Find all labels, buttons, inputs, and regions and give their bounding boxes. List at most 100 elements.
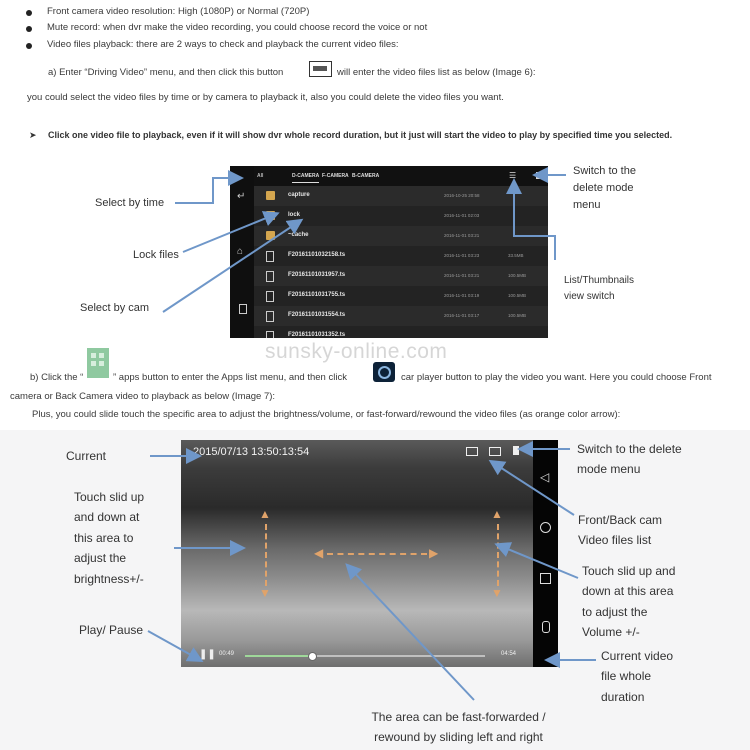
file-name: ~cache: [288, 232, 309, 238]
video-list-screenshot: ↵ ⌂ All D-CAMERA F-CAMERA B-CAMERA ☰ cap…: [230, 166, 548, 338]
list-view-icon[interactable]: ☰: [509, 171, 517, 180]
file-size: 100.5MB: [508, 313, 527, 318]
step-a-text-after: will enter the video files list as below…: [337, 67, 536, 78]
tab-b-camera[interactable]: B-CAMERA: [352, 173, 380, 179]
time-duration: 04:54: [501, 651, 517, 657]
camera-tabs-bar: All D-CAMERA F-CAMERA B-CAMERA ☰: [254, 166, 548, 187]
volume-down-arrow: ▼: [491, 586, 503, 600]
label-select-cam: Select by cam: [80, 302, 150, 314]
file-row[interactable]: F20161101031554.ts 2016-11-01 03:17 100.5M…: [254, 306, 548, 327]
label-current: Current: [66, 449, 107, 463]
car-player-icon: [373, 362, 395, 382]
folder-icon: [266, 231, 275, 240]
file-row[interactable]: lock 2016-11-01 02:03: [254, 206, 548, 227]
file-date: 2016-11-01 03:21: [444, 273, 480, 278]
file-name: capture: [288, 192, 310, 198]
step-b-part1: b) Click the “: [30, 372, 84, 383]
label-duration: Current video file whole duration: [601, 649, 674, 704]
file-row[interactable]: F20161101031352.ts: [254, 326, 548, 338]
video-player-screenshot: 2015/07/13 13:50:13:54 ▲ ▼ ▲ ▼ ◀ ▶ ❚❚ 00…: [181, 440, 533, 667]
label-touch-volume: Touch slid up and down at this area to a…: [582, 564, 676, 640]
file-name: F20161101031755.ts: [288, 292, 346, 298]
file-date: 2016-11-01 03:21: [444, 233, 480, 238]
bold-note: Click one video file to playback, even i…: [48, 130, 673, 140]
brightness-slide-line: [265, 524, 267, 586]
bullet-dot: [26, 43, 32, 49]
file-row[interactable]: ~cache 2016-11-01 03:21: [254, 226, 548, 247]
step-b-line2: camera or Back Camera video to playback …: [10, 391, 276, 402]
fast-forward-arrow: ▶: [429, 546, 439, 560]
trash-icon[interactable]: [513, 446, 519, 455]
label-switch-delete: Switch to the delete mode menu: [577, 442, 682, 477]
folder-icon: [266, 191, 275, 200]
file-date: 2016-11-01 03:17: [444, 313, 480, 318]
file-date: 2016-11-01 02:03: [444, 213, 480, 218]
video-file-icon: [266, 311, 274, 322]
file-row[interactable]: F20161101031957.ts 2016-11-01 03:21 100.5M…: [254, 266, 548, 287]
seek-slide-line: [327, 553, 427, 555]
progress-track[interactable]: [245, 652, 485, 661]
brightness-up-arrow: ▲: [259, 507, 271, 521]
file-name: F20161101032158.ts: [288, 252, 346, 258]
label-select-time: Select by time: [95, 197, 165, 209]
file-size: 100.5MB: [508, 273, 527, 278]
file-date: 2016-11-01 03:19: [444, 293, 480, 298]
label-fast-forward: The area can be fast-forwarded / rewound…: [371, 710, 546, 745]
play-pause-icon[interactable]: ❚❚: [199, 649, 216, 660]
label-touch-brightness: Touch slid up and down at this area to a…: [74, 490, 145, 586]
brightness-down-arrow: ▼: [259, 586, 271, 600]
bullet-dot: [26, 26, 32, 32]
front-back-cam-icon[interactable]: [466, 447, 478, 456]
progress-fill: [245, 655, 313, 657]
progress-knob[interactable]: [308, 652, 318, 661]
video-file-icon: [266, 331, 274, 338]
volume-up-arrow: ▲: [491, 507, 503, 521]
file-name: F20161101031554.ts: [288, 312, 346, 318]
bullet-dot: [26, 10, 32, 16]
delete-mode-icon[interactable]: [536, 172, 540, 179]
step-b-part3: car player button to play the video you …: [401, 372, 712, 383]
bullet-mute: Mute record: when dvr make the video rec…: [47, 22, 428, 33]
recent-icon[interactable]: [239, 304, 247, 314]
apps-button-icon: [87, 348, 109, 378]
file-size: 100.5MB: [508, 293, 527, 298]
file-name: F20161101031352.ts: [288, 332, 346, 338]
tab-f-camera[interactable]: F-CAMERA: [322, 173, 349, 179]
file-name: F20161101031957.ts: [288, 272, 346, 278]
file-row[interactable]: F20161101032158.ts 2016-11-01 03:23 33.5MB: [254, 246, 548, 267]
tab-d-camera[interactable]: D-CAMERA: [292, 173, 320, 183]
mic-icon[interactable]: [542, 621, 550, 633]
file-row[interactable]: F20161101031755.ts 2016-11-01 03:19 100.5M…: [254, 286, 548, 307]
video-list-icon[interactable]: [489, 447, 501, 456]
video-timestamp: 2015/07/13 13:50:13:54: [193, 446, 310, 458]
file-date: 2016-10-25 20:58: [444, 193, 480, 198]
video-file-icon: [266, 251, 274, 262]
step-b-part2: ” apps button to enter the Apps list men…: [113, 372, 347, 383]
bullet-resolution: Front camera video resolution: High (108…: [47, 6, 310, 17]
file-size: 33.5MB: [508, 253, 524, 258]
step-a-text: a) Enter “Driving Video” menu, and then …: [48, 67, 284, 78]
step-b-line3: Plus, you could slide touch the specific…: [32, 409, 621, 420]
rewind-arrow: ◀: [314, 546, 324, 560]
label-switch-delete-menu: Switch to the delete mode menu: [573, 165, 636, 212]
time-current: 00:49: [219, 651, 235, 657]
watermark: sunsky-online.com: [265, 340, 448, 363]
folder-icon: [266, 211, 275, 220]
recent-square-icon[interactable]: [540, 573, 551, 584]
android-nav-bar: ◁: [533, 440, 558, 667]
back-triangle-icon[interactable]: ◁: [540, 470, 550, 484]
file-name: lock: [288, 212, 301, 218]
file-date: 2016-11-01 03:23: [444, 253, 480, 258]
label-list-thumbnails: List/Thumbnails view switch: [564, 275, 635, 302]
video-file-icon: [266, 271, 274, 282]
file-row[interactable]: capture 2016-10-25 20:58: [254, 186, 548, 207]
corner-all[interactable]: All: [257, 173, 264, 179]
home-circle-icon[interactable]: [540, 522, 551, 533]
video-file-icon: [266, 291, 274, 302]
home-icon[interactable]: ⌂: [237, 246, 244, 257]
driving-video-button-icon: [309, 61, 332, 77]
playback-bar: ❚❚ 00:49 04:54: [181, 645, 533, 667]
label-play-pause: Play/ Pause: [79, 623, 144, 637]
back-icon[interactable]: ↵: [237, 191, 246, 202]
volume-slide-line: [497, 524, 499, 586]
